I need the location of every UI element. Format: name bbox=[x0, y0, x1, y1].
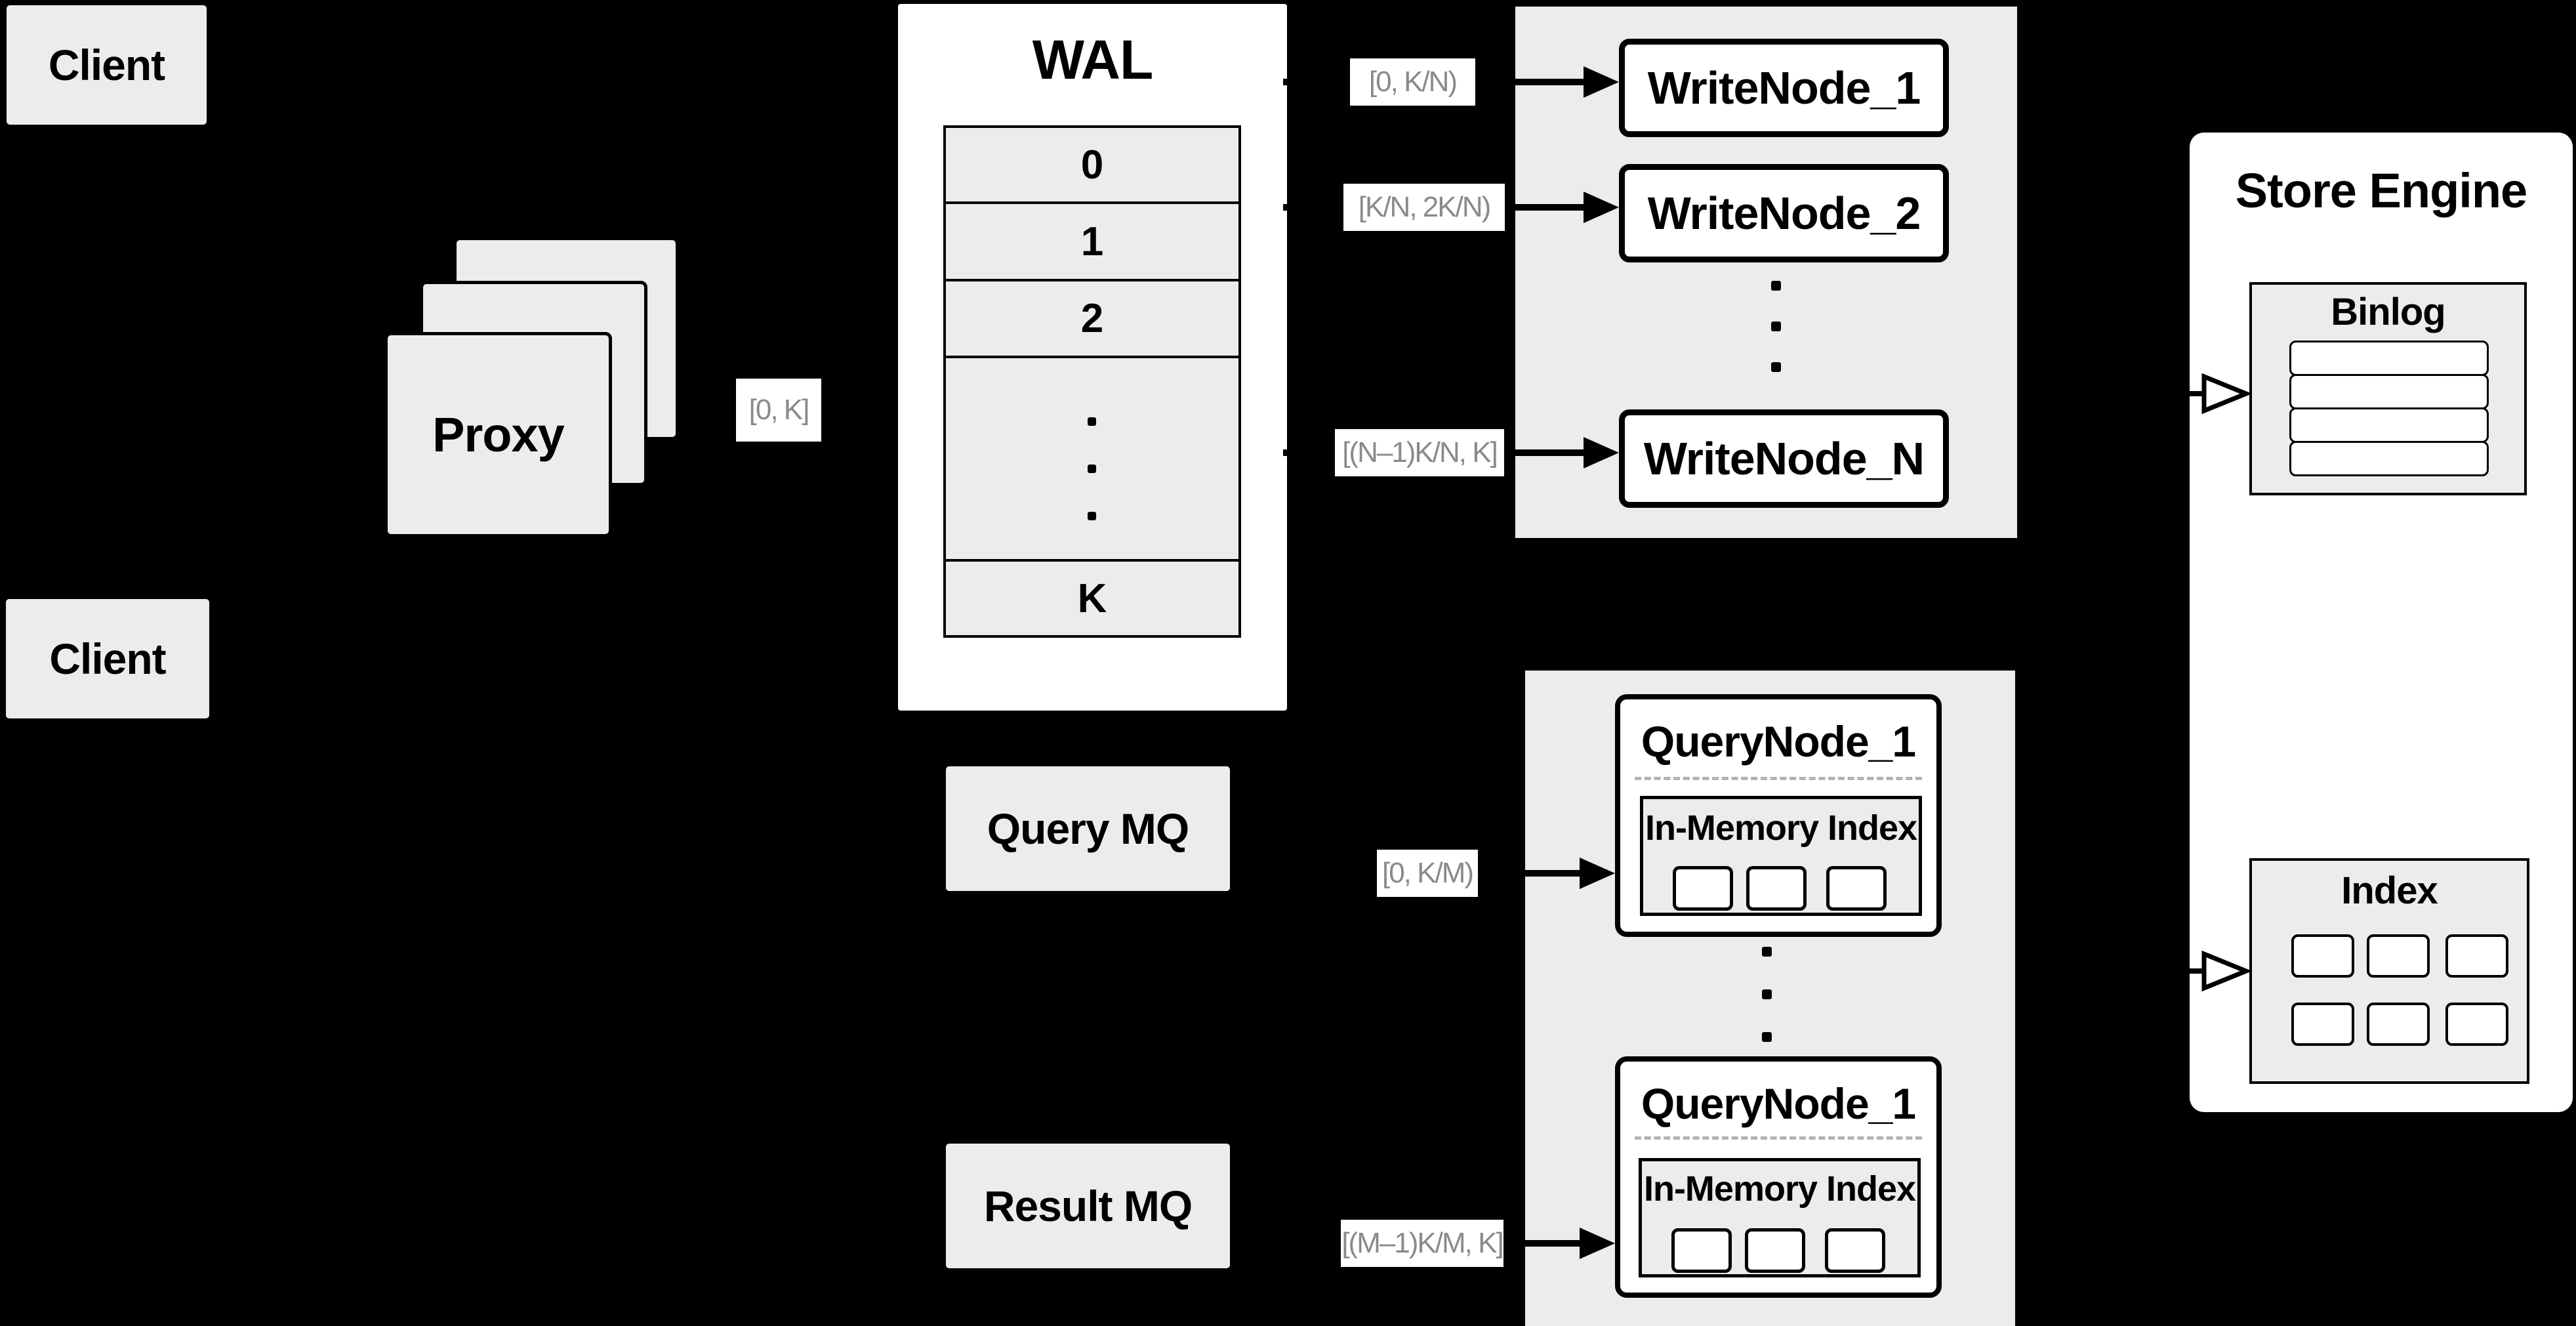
binlog-panel: Binlog bbox=[2249, 282, 2527, 495]
segment-chip bbox=[1746, 866, 1807, 911]
range-label-querynode-1-text: [0, K/M) bbox=[1381, 857, 1474, 889]
wal-row-2: 2 bbox=[946, 281, 1238, 358]
client-bottom-label: Client bbox=[49, 634, 166, 683]
range-label-querynode-2: [(M–1)K/M, K] bbox=[1341, 1220, 1504, 1267]
index-chip bbox=[2291, 934, 2354, 978]
in-memory-index-2-title-wrap: In-Memory Index bbox=[1642, 1168, 1917, 1210]
query-node-1-label: QueryNode_1 bbox=[1641, 717, 1916, 766]
in-memory-index-2-label: In-Memory Index bbox=[1643, 1169, 1916, 1209]
ellipsis-dot bbox=[1762, 947, 1772, 957]
segment-chip bbox=[1671, 1228, 1732, 1273]
write-node-n: WriteNode_N bbox=[1619, 409, 1949, 508]
ellipsis-dot bbox=[1771, 362, 1781, 372]
index-title: Index bbox=[2341, 869, 2438, 912]
index-chip bbox=[2445, 934, 2508, 978]
range-label-proxy-out: [0, K] bbox=[736, 379, 821, 442]
range-label-proxy-out-text: [0, K] bbox=[748, 394, 810, 426]
store-engine-title: Store Engine bbox=[2235, 163, 2527, 218]
range-label-querynode-1: [0, K/M) bbox=[1377, 850, 1478, 897]
ellipsis-dot bbox=[1762, 1032, 1772, 1042]
binlog-rows bbox=[2289, 341, 2489, 476]
in-memory-index-1-label: In-Memory Index bbox=[1645, 808, 1917, 848]
index-title-wrap: Index bbox=[2252, 869, 2527, 912]
dashed-divider bbox=[1635, 777, 1922, 780]
segment-chip bbox=[1826, 866, 1887, 911]
ellipsis-dot bbox=[1771, 321, 1781, 331]
range-label-writenode-n: [(N–1)K/N, K] bbox=[1335, 429, 1504, 476]
wal-row-0-label: 0 bbox=[1080, 142, 1104, 188]
ellipsis-dot bbox=[1771, 281, 1781, 291]
binlog-row bbox=[2289, 441, 2489, 476]
write-node-1-label: WriteNode_1 bbox=[1647, 62, 1921, 114]
wal-row-k: K bbox=[946, 562, 1238, 635]
wal-box: WAL 0 1 2 K bbox=[898, 4, 1287, 711]
ellipsis-dot bbox=[1088, 465, 1096, 473]
ellipsis-dot bbox=[1088, 512, 1096, 520]
range-label-writenode-n-text: [(N–1)K/N, K] bbox=[1342, 436, 1498, 468]
write-node-1: WriteNode_1 bbox=[1619, 39, 1949, 137]
proxy-label: Proxy bbox=[432, 407, 565, 462]
binlog-title-wrap: Binlog bbox=[2252, 290, 2524, 333]
wal-row-2-label: 2 bbox=[1080, 296, 1104, 341]
binlog-row bbox=[2289, 407, 2489, 443]
dashed-divider bbox=[1635, 1136, 1922, 1140]
result-mq-node: Result MQ bbox=[946, 1144, 1230, 1268]
wal-row-1: 1 bbox=[946, 204, 1238, 281]
wal-title-wrap: WAL bbox=[898, 28, 1287, 91]
wal-row-1-label: 1 bbox=[1080, 218, 1104, 264]
store-engine-title-wrap: Store Engine bbox=[2190, 161, 2573, 220]
wal-row-k-label: K bbox=[1077, 575, 1107, 621]
result-mq-label: Result MQ bbox=[983, 1182, 1193, 1230]
in-memory-index-1-title-wrap: In-Memory Index bbox=[1643, 807, 1919, 849]
range-label-writenode-1-text: [0, K/N) bbox=[1368, 66, 1458, 98]
wal-row-ellipsis bbox=[946, 358, 1238, 562]
query-mq-node: Query MQ bbox=[946, 766, 1230, 891]
client-bottom-node: Client bbox=[6, 599, 209, 718]
segment-chip bbox=[1745, 1228, 1805, 1273]
query-node-2-label: QueryNode_1 bbox=[1641, 1079, 1916, 1128]
range-label-writenode-2: [K/N, 2K/N) bbox=[1343, 184, 1505, 231]
wal-segment-table: 0 1 2 K bbox=[943, 125, 1241, 638]
range-label-writenode-2-text: [K/N, 2K/N) bbox=[1358, 191, 1491, 223]
query-mq-label: Query MQ bbox=[987, 804, 1189, 853]
write-node-2-label: WriteNode_2 bbox=[1647, 188, 1921, 239]
index-chip bbox=[2367, 1003, 2430, 1046]
index-chip bbox=[2367, 934, 2430, 978]
segment-chip bbox=[1825, 1228, 1885, 1273]
query-node-1-title-wrap: QueryNode_1 bbox=[1620, 714, 1936, 769]
ellipsis-dot bbox=[1088, 417, 1096, 426]
write-node-2: WriteNode_2 bbox=[1619, 164, 1949, 262]
binlog-row bbox=[2289, 341, 2489, 376]
binlog-title: Binlog bbox=[2331, 290, 2445, 333]
write-node-n-label: WriteNode_N bbox=[1643, 433, 1925, 484]
range-label-writenode-1: [0, K/N) bbox=[1350, 58, 1475, 106]
ellipsis-dot bbox=[1762, 989, 1772, 999]
range-label-querynode-2-text: [(M–1)K/M, K] bbox=[1341, 1227, 1503, 1259]
segment-chip bbox=[1673, 866, 1733, 911]
wal-title: WAL bbox=[1032, 28, 1154, 91]
index-chip bbox=[2291, 1003, 2354, 1046]
wal-row-0: 0 bbox=[946, 128, 1238, 204]
query-node-2-title-wrap: QueryNode_1 bbox=[1620, 1076, 1936, 1131]
client-top-node: Client bbox=[7, 5, 207, 125]
client-top-label: Client bbox=[48, 41, 165, 89]
proxy-node: Proxy bbox=[384, 332, 612, 537]
index-chip bbox=[2445, 1003, 2508, 1046]
binlog-row bbox=[2289, 374, 2489, 409]
